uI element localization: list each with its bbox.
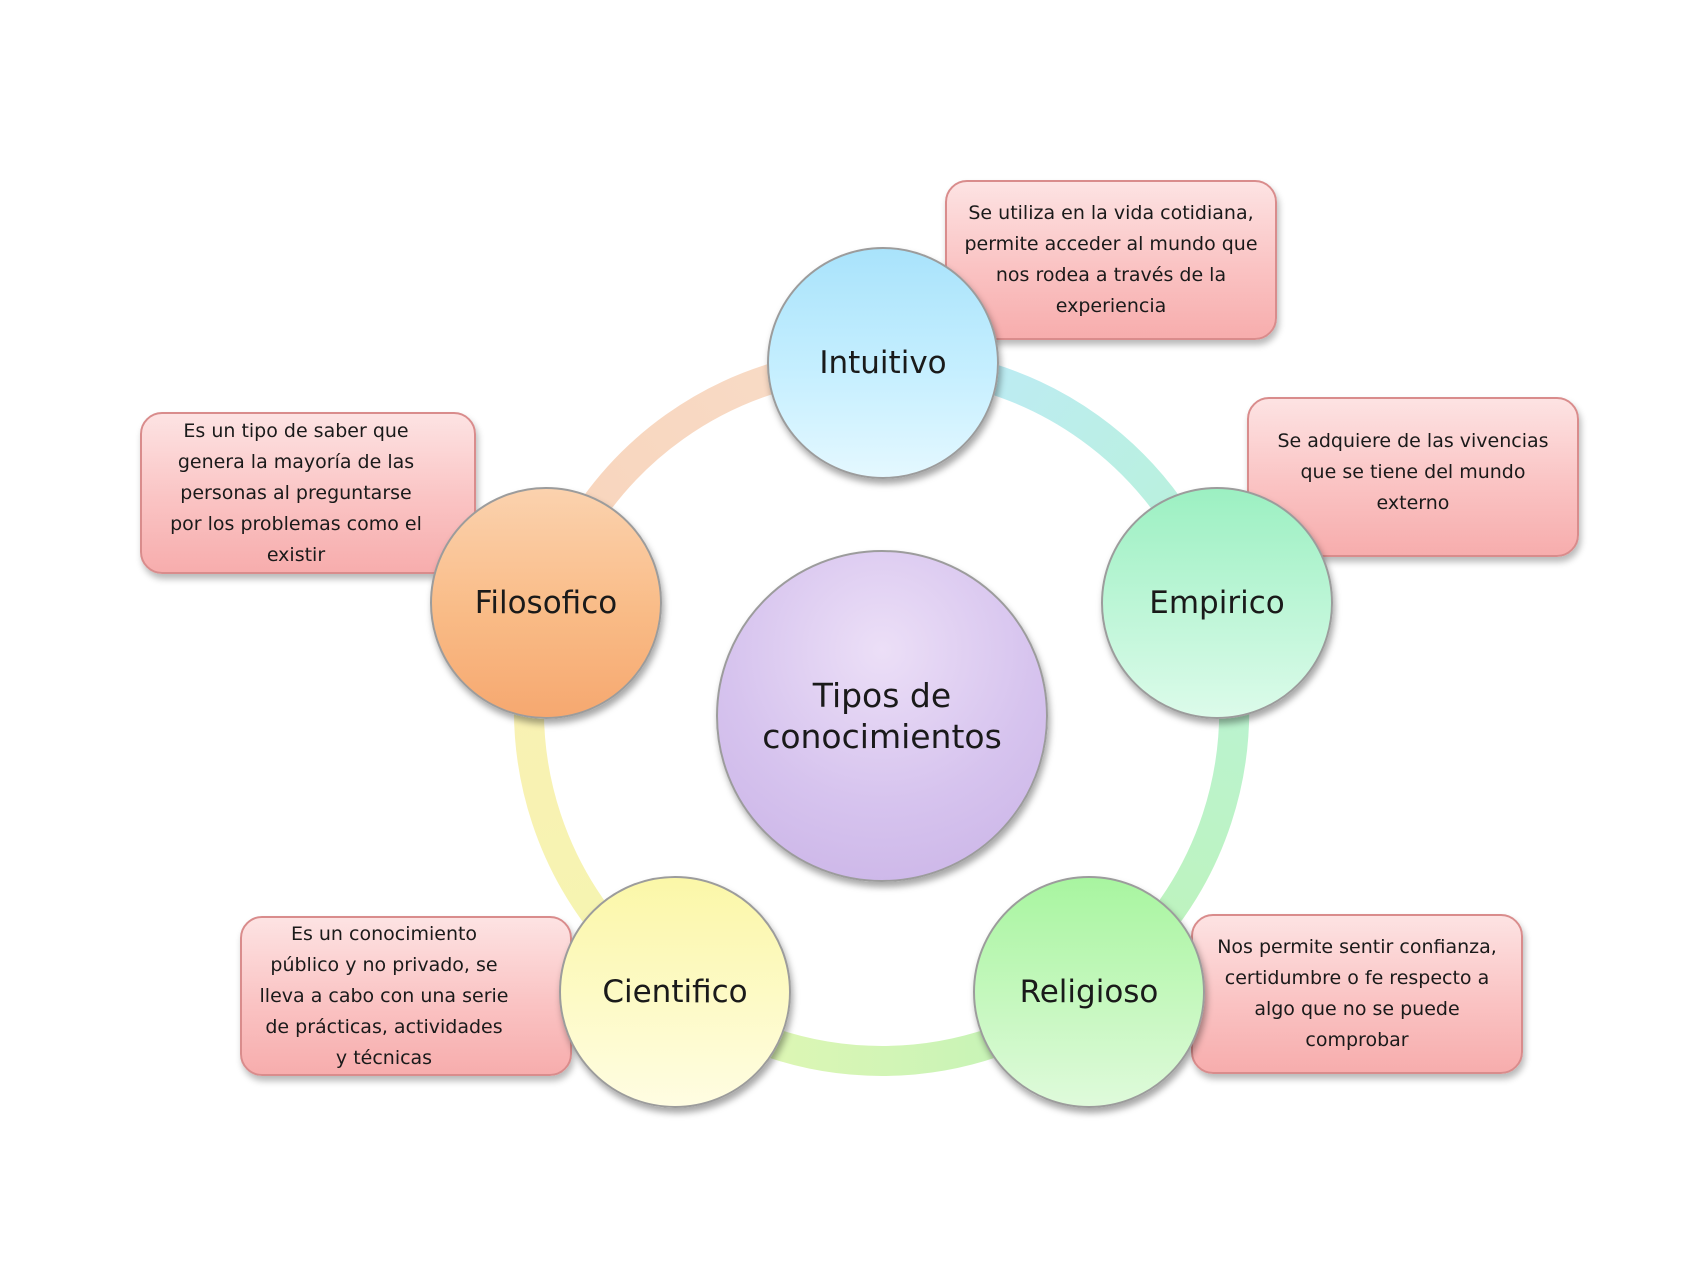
callout-cientifico: Es un conocimiento público y no privado,… xyxy=(240,916,572,1076)
center-node: Tipos de conocimientos xyxy=(716,550,1048,882)
center-node-label: Tipos de conocimientos xyxy=(762,676,1002,756)
callout-intuitivo-text: Se utiliza en la vida cotidiana, permite… xyxy=(964,202,1258,317)
node-empirico: Empirico xyxy=(1101,487,1333,719)
node-filosofico-label: Filosofico xyxy=(474,585,618,621)
callout-empirico-text: Se adquiere de las vivencias que se tien… xyxy=(1277,429,1549,514)
node-filosofico: Filosofico xyxy=(430,487,662,719)
callout-filosofico: Es un tipo de saber que genera la mayorí… xyxy=(140,412,476,574)
node-empirico-label: Empirico xyxy=(1149,585,1285,621)
callout-religioso-text: Nos permite sentir confianza, certidumbr… xyxy=(1217,936,1497,1051)
node-cientifico: Cientifico xyxy=(559,876,791,1108)
node-intuitivo-label: Intuitivo xyxy=(819,345,947,381)
node-cientifico-label: Cientifico xyxy=(602,974,748,1010)
callout-filosofico-text: Es un tipo de saber que genera la mayorí… xyxy=(170,419,422,566)
callout-cientifico-text: Es un conocimiento público y no privado,… xyxy=(259,922,509,1069)
node-religioso: Religioso xyxy=(973,876,1205,1108)
callout-intuitivo: Se utiliza en la vida cotidiana, permite… xyxy=(945,180,1277,340)
node-religioso-label: Religioso xyxy=(1019,974,1159,1010)
callout-religioso: Nos permite sentir confianza, certidumbr… xyxy=(1191,914,1523,1074)
node-intuitivo: Intuitivo xyxy=(767,247,999,479)
callout-empirico: Se adquiere de las vivencias que se tien… xyxy=(1247,397,1579,557)
